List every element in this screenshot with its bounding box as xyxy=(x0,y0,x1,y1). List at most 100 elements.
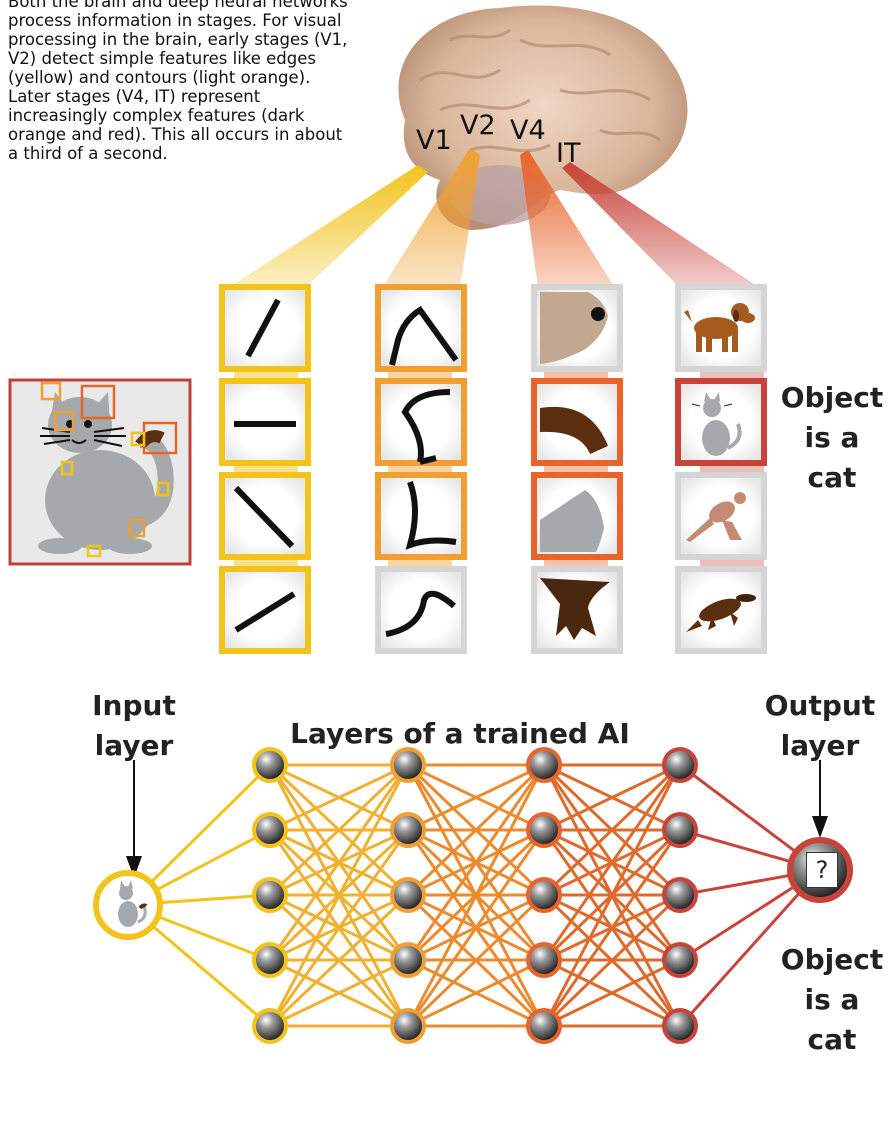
edge-0-4-3 xyxy=(269,958,409,1028)
v4-nose xyxy=(591,307,605,321)
v1-diagonal-line xyxy=(245,298,281,358)
cat-icon xyxy=(691,392,742,456)
hidden-node-2-1 xyxy=(526,812,562,848)
v4-ear xyxy=(540,490,604,552)
input-arrow-head xyxy=(126,856,142,878)
output-layer-label-line-1: Output xyxy=(764,689,876,722)
edge-0-4-0 xyxy=(268,764,410,1027)
hidden-node-1-4 xyxy=(390,1008,426,1044)
object-label-bottom: Object is a cat xyxy=(776,940,888,1060)
edge-2-1-0 xyxy=(543,763,681,832)
edge-2-4-0 xyxy=(542,764,682,1027)
edge-1-4-1 xyxy=(406,829,546,1027)
beam-v1 xyxy=(228,165,428,288)
hidden-node-1-1 xyxy=(390,812,426,848)
dog-icon xyxy=(684,303,755,352)
v4-claw xyxy=(540,578,610,640)
hidden-node-0-3 xyxy=(252,942,288,978)
region-label-v2: V2 xyxy=(460,110,496,141)
beam-v2 xyxy=(382,148,480,288)
region-label-v4: V4 xyxy=(510,115,546,146)
input-layer-label-line-1: Input xyxy=(92,689,176,722)
edge-0-3-0 xyxy=(268,764,410,961)
hidden-node-3-0 xyxy=(662,747,698,783)
cat-input-image xyxy=(8,378,192,566)
v4-tail xyxy=(540,406,608,454)
beam-v4 xyxy=(520,150,615,288)
edge-0-2-0 xyxy=(268,763,410,897)
region-label-it: IT xyxy=(556,138,581,169)
cat-whiskers xyxy=(40,420,126,447)
hidden-node-0-1 xyxy=(252,812,288,848)
v1-oblique-line xyxy=(233,485,295,549)
hidden-node-0-2 xyxy=(252,877,288,913)
hidden-node-3-4 xyxy=(662,1008,698,1044)
beams xyxy=(228,148,760,288)
edge-2-2-0 xyxy=(542,763,682,897)
v1-cell-1 xyxy=(219,284,311,372)
edge-1-4-3 xyxy=(407,958,545,1028)
hidden-node-1-3 xyxy=(390,942,426,978)
edge-1-1-0 xyxy=(407,763,545,832)
edge-1-4-0 xyxy=(406,764,546,1027)
hidden-node-0-0 xyxy=(252,747,288,783)
input-layer-label: Input layer xyxy=(74,686,194,766)
v2-curve xyxy=(401,389,451,465)
hidden-node-1-0 xyxy=(390,747,426,783)
cat-feature-boxes xyxy=(40,381,178,558)
platypus-icon xyxy=(686,594,756,632)
input-cat-icon xyxy=(118,880,147,927)
object-label-top-line-2: is a xyxy=(804,421,860,454)
cat-tail-tip xyxy=(135,430,165,449)
object-label-bottom-line-2: is a xyxy=(804,983,860,1016)
edge-output-4 xyxy=(678,868,822,1028)
input-layer-label-line-2: layer xyxy=(94,729,174,762)
feature-column-v2 xyxy=(375,284,467,654)
hidden-node-2-2 xyxy=(526,877,562,913)
edge-2-4-2 xyxy=(542,893,682,1028)
output-question-mark: ? xyxy=(806,852,838,888)
network-edges xyxy=(126,763,822,1028)
edge-1-3-0 xyxy=(406,764,546,961)
edge-1-2-0 xyxy=(406,763,546,897)
hidden-node-2-0 xyxy=(526,747,562,783)
edge-1-4-2 xyxy=(406,893,546,1028)
hidden-node-0-4 xyxy=(252,1008,288,1044)
arrows xyxy=(126,760,828,878)
edge-2-4-1 xyxy=(542,829,682,1027)
network-nodes xyxy=(252,747,698,1044)
output-layer-label-line-2: layer xyxy=(780,729,860,762)
feature-column-it xyxy=(675,284,767,654)
v2-bracket xyxy=(405,480,457,550)
v2-cell-4 xyxy=(375,566,467,654)
object-label-top-line-3: cat xyxy=(807,461,857,494)
v2-arc xyxy=(385,590,456,637)
edge-0-4-2 xyxy=(268,893,410,1028)
hidden-node-2-4 xyxy=(526,1008,562,1044)
output-layer-label: Output layer xyxy=(752,686,888,766)
edge-2-3-0 xyxy=(542,764,682,961)
hidden-node-2-3 xyxy=(526,942,562,978)
object-label-top-line-1: Object xyxy=(780,381,884,414)
hidden-node-3-1 xyxy=(662,812,698,848)
feature-column-v1 xyxy=(219,284,311,654)
edge-0-1-0 xyxy=(269,763,409,832)
v1-slanted-line xyxy=(234,591,296,633)
output-arrow-head xyxy=(812,816,828,838)
kangaroo-icon xyxy=(686,492,746,542)
beam-it xyxy=(562,162,760,288)
v2-angle xyxy=(389,305,459,366)
object-label-top: Object is a cat xyxy=(776,378,888,498)
edge-0-4-1 xyxy=(268,829,410,1027)
object-label-bottom-line-1: Object xyxy=(780,943,884,976)
v4-snout xyxy=(540,292,608,364)
hidden-node-3-3 xyxy=(662,942,698,978)
input-node xyxy=(93,870,163,940)
network-title: Layers of a trained AI xyxy=(290,717,630,750)
edge-2-4-3 xyxy=(543,958,681,1028)
feature-column-v4 xyxy=(531,284,623,654)
hidden-node-3-2 xyxy=(662,877,698,913)
hidden-node-1-2 xyxy=(390,877,426,913)
